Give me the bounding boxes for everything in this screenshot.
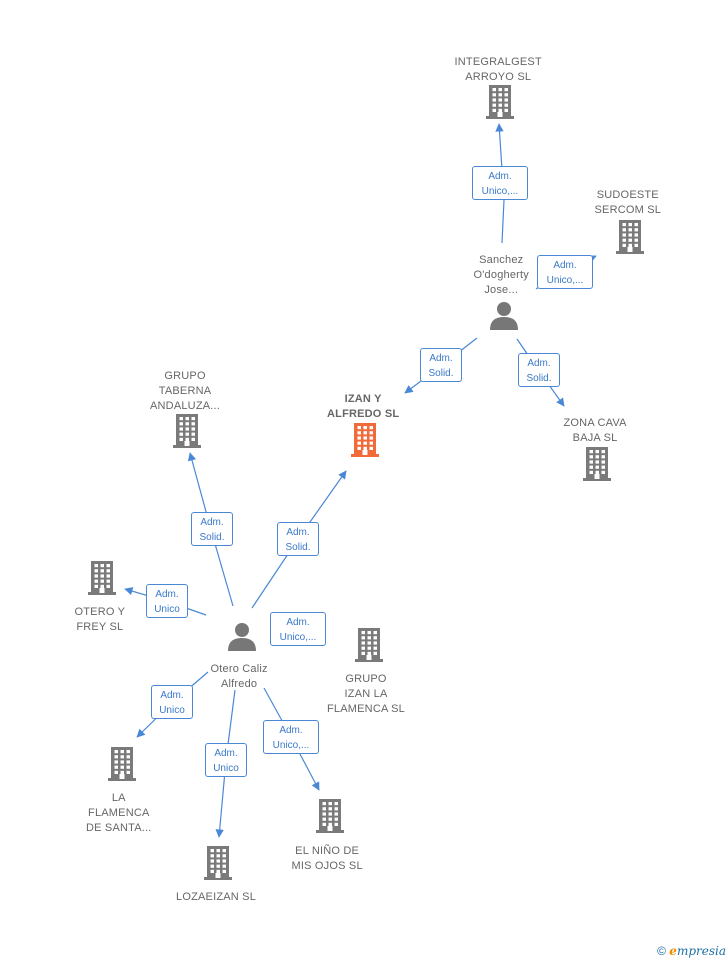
node-label-line: GRUPO (345, 673, 387, 685)
node-label-line: ANDALUZA... (150, 400, 221, 412)
edge-role-label[interactable]: Adm. Solid. (518, 353, 560, 387)
edge-role-label[interactable]: Adm. Solid. (277, 522, 319, 556)
node-label[interactable]: INTEGRALGEST ARROYO SL (455, 55, 542, 85)
edge-role-label[interactable]: Adm. Unico,... (472, 166, 528, 200)
node-label-line: FLAMENCA (88, 807, 150, 819)
node-label-line: INTEGRALGEST (454, 56, 542, 68)
building-icon[interactable] (314, 797, 346, 838)
building-icon[interactable] (202, 844, 234, 885)
node-label-line: LOZAEIZAN SL (176, 891, 257, 903)
node-label-line: Alfredo (220, 678, 258, 690)
brand-initial: e (669, 944, 677, 958)
edge-role-label[interactable]: Adm. Unico,... (263, 720, 319, 754)
person-icon[interactable] (226, 621, 258, 658)
edge-role-line: Unico,... (279, 632, 317, 643)
node-label-line: SERCOM SL (594, 204, 662, 216)
node-label-line: IZAN Y (344, 393, 382, 405)
node-label-line: BAJA SL (572, 432, 618, 444)
node-label-line: DE SANTA... (86, 822, 152, 834)
node-label-line: TABERNA (158, 385, 212, 397)
node-label-line: EL NIÑO DE (295, 845, 360, 857)
node-label-line: LA (111, 792, 126, 804)
edge-role-label[interactable]: Adm. Unico,... (537, 255, 593, 289)
node-label-line: ALFREDO SL (327, 408, 400, 420)
edge-role-line: Solid. (285, 542, 311, 553)
node-label-line: Otero Caliz (210, 663, 268, 675)
edge-role-line: Adm. (527, 358, 551, 369)
edge-role-label[interactable]: Adm. Solid. (191, 512, 233, 546)
building-icon[interactable] (614, 218, 646, 259)
node-label-line: Sanchez (479, 254, 524, 266)
node-label[interactable]: GRUPO TABERNA ANDALUZA... (150, 369, 220, 414)
edge-role-line: Solid. (526, 373, 552, 384)
edge-sanchez-to-integralgest (495, 123, 505, 244)
node-label-line: FLAMENCA SL (327, 703, 406, 715)
edge-role-line: Unico (213, 763, 239, 774)
building-icon[interactable] (353, 626, 385, 667)
node-label[interactable]: EL NIÑO DE MIS OJOS SL (292, 844, 363, 874)
edge-role-line: Unico,... (272, 740, 310, 751)
node-label-line: ARROYO SL (465, 71, 532, 83)
node-label[interactable]: LOZAEIZAN SL (176, 890, 256, 905)
building-icon[interactable] (171, 412, 203, 453)
node-label-line: GRUPO (164, 370, 206, 382)
node-label[interactable]: OTERO Y FREY SL (75, 605, 126, 635)
node-label[interactable]: ZONA CAVA BAJA SL (564, 416, 627, 446)
empresia-brand[interactable]: © empresia (657, 944, 726, 958)
edge-role-label[interactable]: Adm. Unico,... (270, 612, 326, 646)
building-icon[interactable] (484, 83, 516, 124)
edge-role-label[interactable]: Adm. Solid. (420, 348, 462, 382)
node-label[interactable]: LA FLAMENCA DE SANTA... (86, 791, 152, 836)
node-label-line: IZAN LA (344, 688, 388, 700)
building-icon[interactable] (349, 421, 381, 462)
edge-role-line: Adm. (286, 527, 310, 538)
copyright-symbol: © (657, 944, 666, 958)
edge-role-line: Unico,... (481, 186, 519, 197)
node-label-line: Jose... (484, 284, 519, 296)
edge-role-label[interactable]: Adm. Unico (146, 584, 188, 618)
node-label-line: FREY SL (76, 621, 124, 633)
node-label-line: MIS OJOS SL (291, 860, 363, 872)
person-icon[interactable] (488, 300, 520, 337)
edge-role-line: Solid. (199, 532, 225, 543)
edge-role-line: Unico (154, 604, 180, 615)
edge-role-line: Adm. (279, 725, 303, 736)
edge-role-label[interactable]: Adm. Unico (205, 743, 247, 777)
edge-role-line: Solid. (428, 368, 454, 379)
node-label-line: OTERO Y (74, 606, 126, 618)
node-label-line: ZONA CAVA (563, 417, 627, 429)
edge-role-line: Adm. (488, 171, 512, 182)
edge-role-line: Unico (159, 705, 185, 716)
node-label-line: O'dogherty (473, 269, 529, 281)
node-label[interactable]: GRUPO IZAN LA FLAMENCA SL (327, 672, 405, 717)
edge-role-label[interactable]: Adm. Unico (151, 685, 193, 719)
node-label[interactable]: IZAN Y ALFREDO SL (327, 392, 399, 422)
edge-role-line: Adm. (160, 690, 184, 701)
node-label-line: SUDOESTE (596, 189, 659, 201)
edge-role-line: Adm. (155, 589, 179, 600)
edge-role-line: Adm. (429, 353, 453, 364)
building-icon[interactable] (106, 745, 138, 786)
node-label[interactable]: SUDOESTE SERCOM SL (595, 188, 662, 218)
edge-role-line: Unico,... (546, 275, 584, 286)
edge-role-line: Adm. (214, 748, 238, 759)
brand-rest: mpresia (676, 944, 726, 958)
edge-role-line: Adm. (200, 517, 224, 528)
edge-role-line: Adm. (286, 617, 310, 628)
building-icon[interactable] (581, 445, 613, 486)
edge-role-line: Adm. (553, 260, 577, 271)
building-icon[interactable] (86, 559, 118, 600)
